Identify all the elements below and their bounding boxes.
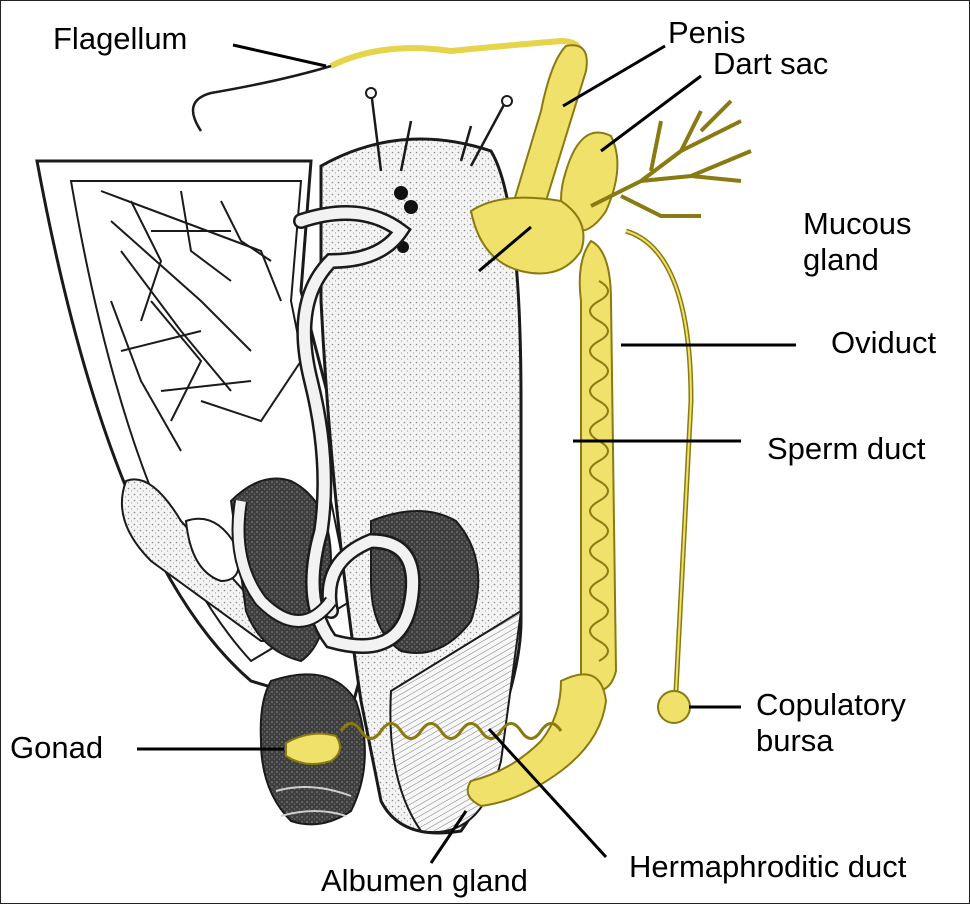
label-oviduct: Oviduct xyxy=(831,325,937,360)
oviduct-organ xyxy=(578,239,618,692)
label-mucous-gland: Mucous gland xyxy=(803,206,912,277)
label-flagellum: Flagellum xyxy=(53,21,188,56)
label-penis: Penis xyxy=(668,15,746,50)
tentacles xyxy=(369,90,508,172)
lung-vein-network xyxy=(100,190,302,452)
reproductive-organs xyxy=(191,37,752,808)
gonad-organ xyxy=(285,732,341,766)
label-albumen-gland: Albumen gland xyxy=(321,863,528,898)
mucous-gland-organ xyxy=(590,99,752,218)
label-gonad: Gonad xyxy=(10,730,104,765)
label-sperm-duct: Sperm duct xyxy=(767,431,926,466)
copulatory-bursa-organ xyxy=(657,690,691,724)
albumen-gland-organ xyxy=(466,673,608,808)
flagellum-organ xyxy=(191,39,583,132)
leader-lines xyxy=(137,43,796,864)
label-dart-sac: Dart sac xyxy=(713,46,829,81)
hermaphroditic-duct-organ xyxy=(339,722,563,740)
label-hermaphroditic-duct: Hermaphroditic duct xyxy=(629,849,907,884)
label-copulatory-bursa: Copulatory bursa xyxy=(756,687,906,758)
